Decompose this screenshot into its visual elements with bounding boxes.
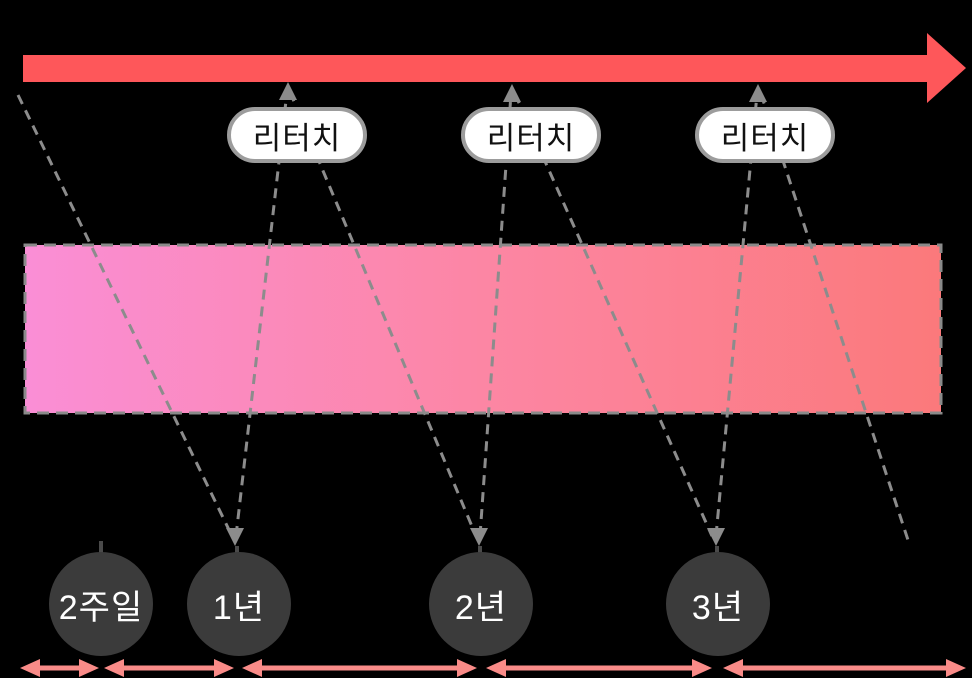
- retouch-pill-1-label: 리터치: [252, 120, 342, 156]
- milestone-circle-2yr: 2년: [429, 552, 533, 656]
- retouch-pill-2: 리터치: [461, 107, 601, 163]
- milestone-1yr-label: 1년: [212, 588, 266, 627]
- bottom-interval-arrows: [20, 659, 966, 677]
- guide-retouch3-onward: [759, 93, 910, 541]
- stem-3yr: [715, 546, 719, 555]
- guide-retouch1-to-2yr: [288, 91, 478, 537]
- retouch-pill-1: 리터치: [227, 107, 367, 163]
- top-timeline-arrow: [23, 33, 966, 103]
- guide-2yr-to-retouch2: [478, 93, 513, 537]
- interval-1-left-arrowhead-icon: [20, 659, 40, 677]
- interval-1-right-arrowhead-icon: [79, 659, 99, 677]
- timeline-arrowhead-icon: [927, 33, 966, 103]
- retouch-pill-2-label: 리터치: [486, 120, 576, 156]
- effect-duration-band: [23, 243, 943, 415]
- down-arrowhead-3yr-icon: [707, 528, 725, 546]
- retouch-pill-3: 리터치: [695, 107, 835, 163]
- stem-2weeks: [99, 541, 103, 555]
- milestone-circle-2weeks: 2주일: [49, 552, 153, 656]
- milestone-circle-3yr: 3년: [666, 552, 770, 656]
- milestone-2yr-label: 2년: [454, 588, 508, 627]
- guide-start-to-1yr: [16, 94, 234, 537]
- interval-3-right-arrowhead-icon: [457, 659, 477, 677]
- milestone-3yr-label: 3년: [691, 588, 745, 627]
- interval-4-right-arrowhead-icon: [692, 659, 712, 677]
- interval-3-left-arrowhead-icon: [242, 659, 262, 677]
- up-arrowhead-retouch1-icon: [279, 82, 297, 100]
- dashed-guide-lines: [16, 91, 910, 541]
- retouch-pill-3-label: 리터치: [720, 120, 810, 156]
- interval-2-right-arrowhead-icon: [214, 659, 234, 677]
- circle-stems: [99, 541, 719, 555]
- timeline-arrow-shaft: [23, 55, 929, 82]
- interval-4-left-arrowhead-icon: [486, 659, 506, 677]
- down-arrowheads: [226, 528, 725, 546]
- down-arrowhead-1yr-icon: [226, 528, 244, 546]
- interval-5-right-arrowhead-icon: [946, 659, 966, 677]
- interval-5-left-arrowhead-icon: [723, 659, 743, 677]
- up-arrowhead-retouch2-icon: [503, 84, 521, 102]
- guide-1yr-to-retouch1: [234, 91, 289, 537]
- guide-3yr-to-retouch3: [714, 93, 759, 537]
- interval-2-left-arrowhead-icon: [104, 659, 124, 677]
- stem-1yr: [235, 546, 239, 555]
- milestone-2weeks-label: 2주일: [58, 588, 144, 627]
- guide-retouch2-to-3yr: [513, 93, 714, 537]
- stem-2yr: [478, 546, 482, 555]
- milestone-circle-1yr: 1년: [187, 552, 291, 656]
- up-arrowheads: [279, 82, 767, 102]
- down-arrowhead-2yr-icon: [470, 528, 488, 546]
- up-arrowhead-retouch3-icon: [749, 84, 767, 102]
